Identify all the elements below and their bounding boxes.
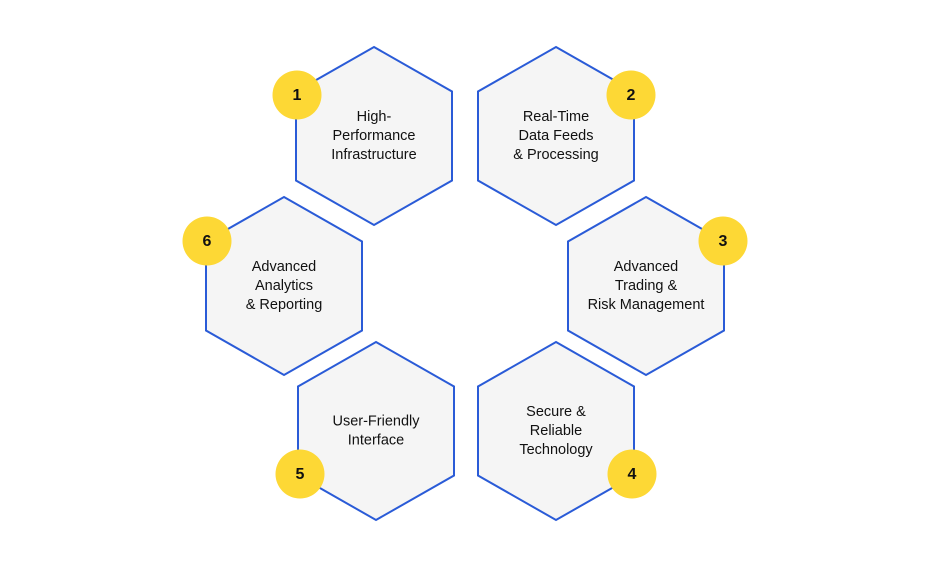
badge-number: 1 [293,87,302,104]
badge-number: 5 [296,466,305,483]
hexagon-label-line: Performance [332,128,415,144]
hexagon-shape [477,340,635,522]
hexagon-label-line: User-Friendly [332,413,420,429]
hexagon-label-line: High- [357,109,392,125]
number-badge [182,216,232,266]
number-badge [272,70,322,120]
badge-number: 3 [719,233,728,250]
number-badge [275,449,325,499]
hexagon-shape [297,340,455,522]
hexagon-label-line: Infrastructure [331,147,416,163]
hexagon-label-line: Analytics [255,278,313,294]
hexagon-label-line: Real-Time [523,109,589,125]
hexagon-label-line: & Reporting [246,297,323,313]
hexagon-label-line: Reliable [530,423,582,439]
hexagon-label-line: Technology [519,442,593,458]
badge-number: 2 [627,87,636,104]
hexagon-label-line: Risk Management [588,297,705,313]
badge-number: 6 [203,233,212,250]
hexagon-label-line: Interface [348,432,404,448]
hexagon-label-line: Advanced [252,259,317,275]
number-badge [607,449,657,499]
number-badge [698,216,748,266]
hexagon-label-line: & Processing [513,147,598,163]
hexagon-label-line: Data Feeds [519,128,594,144]
hexagon-label-line: Trading & [615,278,678,294]
hexagon-label-line: Secure & [526,404,586,420]
badge-number: 4 [628,466,637,483]
hexagon-label-line: Advanced [614,259,679,275]
number-badge [606,70,656,120]
